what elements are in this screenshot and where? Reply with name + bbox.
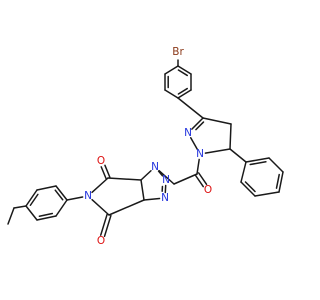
single-bond-ci_top-n_imide [91,177,109,194]
single-bond-n_imide-e1 [66,196,84,201]
double-bond-e5-e6 [36,215,57,221]
single-bond-c3a-ci_top [107,177,142,181]
double-bond-ci_bot-o_imide_bot-a [99,213,108,236]
single-bond-pz_c4-pz_c3 [202,117,232,125]
single-bond-ph4-ph5 [254,191,280,197]
double-bond-pz_c3-n_pz2 [191,117,204,130]
single-bond-e4-e5 [25,205,38,221]
double-bond-c_co-o_amide-b [197,172,208,186]
double-bond-ph1-ph2-inner [249,161,267,166]
imide-oxygen-top-label: O [97,155,105,167]
double-bond-e3-e4 [25,189,38,207]
single-bond-ch2-n_tz1 [158,169,175,185]
single-bond-ci_bot-c6a [108,199,145,216]
single-bond-c3a-n_tz1 [140,169,152,181]
double-bond-ph5-ph6-inner [244,181,256,193]
pyrazoline-n1-label: N [196,148,204,160]
atom-label-layer: Br N N O N N N N O O [84,46,212,247]
single-bond-ph6-ph1 [240,161,247,183]
double-bond-e5-e6-inner [38,212,54,217]
double-bond-e3-e4-inner [29,193,39,206]
single-bond-et1-et2 [7,207,15,225]
single-bond-n_tz1-n_tz2 [157,170,164,177]
double-bond-ph3-ph4-inner [275,173,280,189]
single-bond-e2-e3 [36,185,57,191]
single-bond-a4-pz_c3 [177,97,204,119]
single-bond-e6-e1 [55,199,68,217]
single-bond-n_pz1-c_co [196,158,200,175]
double-bond-e1-e2 [55,185,68,201]
double-bond-a1-a2 [177,65,192,75]
double-bond-ci_top-o_imide_top-b [100,166,107,180]
single-bond-n_imide-ci_bot [91,198,110,216]
double-bond-a3-a4-inner [177,87,188,95]
bromine-atom-label: Br [172,46,184,58]
triazole-n2-label: N [162,174,170,186]
single-bond-n_pz2-n_pz1 [189,137,199,150]
single-bond-a6-a1 [164,65,179,75]
bond-layer [7,59,284,238]
amide-oxygen-label: O [204,184,212,196]
imide-oxygen-bottom-label: O [97,235,105,247]
triazole-n1-label: N [151,161,159,173]
single-bond-e4-et1 [13,205,27,209]
double-bond-a1-a2-inner [177,69,188,77]
single-bond-n_pz1-pz_c5 [204,148,231,154]
single-bond-pz_c5-ph1 [229,148,247,163]
single-bond-c6a-c3a [140,179,145,201]
double-bond-ci_bot-o_imide_bot-b [103,214,112,238]
double-bond-ph1-ph2 [245,157,270,163]
triazole-n3-label: N [161,192,169,204]
double-bond-ph5-ph6 [240,181,256,197]
molecule-structure: Br N N O N N N N O O [7,46,284,247]
single-bond-pz_c5-pz_c4 [229,123,232,150]
imide-nitrogen-label: N [84,190,92,202]
double-bond-a3-a4 [177,89,192,99]
pyrazoline-n2-label: N [184,127,192,139]
single-bond-a4-a5 [164,89,179,99]
double-bond-ci_top-o_imide_top-a [104,164,111,178]
double-bond-e1-e2-inner [54,189,64,201]
single-bond-c_co-ch2 [173,173,198,185]
double-bond-pz_c3-n_pz2-inner [195,121,205,131]
double-bond-c_co-o_amide-a [194,174,204,188]
double-bond-ph3-ph4 [278,171,284,193]
single-bond-ph2-ph3 [268,157,284,173]
single-bond-n_tz3-c6a [143,197,161,201]
